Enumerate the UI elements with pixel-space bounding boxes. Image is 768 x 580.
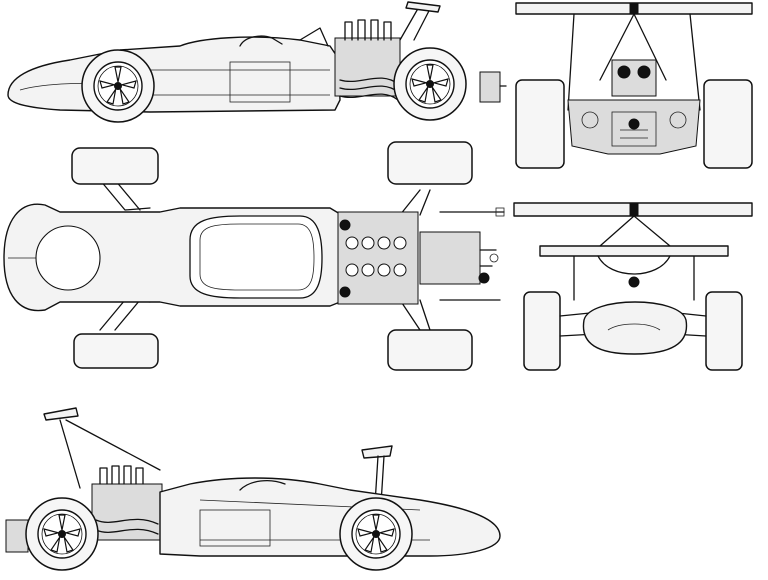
front-view-nose (582, 301, 688, 355)
side-view-right-rear-wheel (25, 497, 99, 571)
top-view-front-right-tyre (73, 333, 159, 369)
front-view-right-tyre (705, 291, 743, 371)
side-view-engine (334, 37, 401, 97)
side-view-left (7, 1, 507, 123)
rear-view-right-tyre (703, 79, 753, 169)
front-view-left-tyre (523, 291, 561, 371)
top-view-gearbox (419, 231, 481, 285)
top-view-cockpit (189, 215, 323, 299)
side-view-front-wheel (81, 49, 155, 123)
rear-view-left-tyre (515, 79, 565, 169)
top-view-rear-right-tyre (387, 329, 473, 371)
side-view-right-front-wheel (339, 497, 413, 571)
side-view-right-body (159, 477, 501, 557)
side-view-rear-wheel (393, 47, 467, 121)
top-view (3, 141, 505, 371)
rear-view (515, 2, 753, 169)
front-view-front-wing (539, 245, 729, 257)
side-view-right (5, 407, 501, 571)
top-view-rear-left-tyre (387, 141, 473, 185)
front-view (513, 202, 753, 371)
top-view-engine (337, 211, 419, 305)
top-view-front-left-tyre (71, 147, 159, 185)
